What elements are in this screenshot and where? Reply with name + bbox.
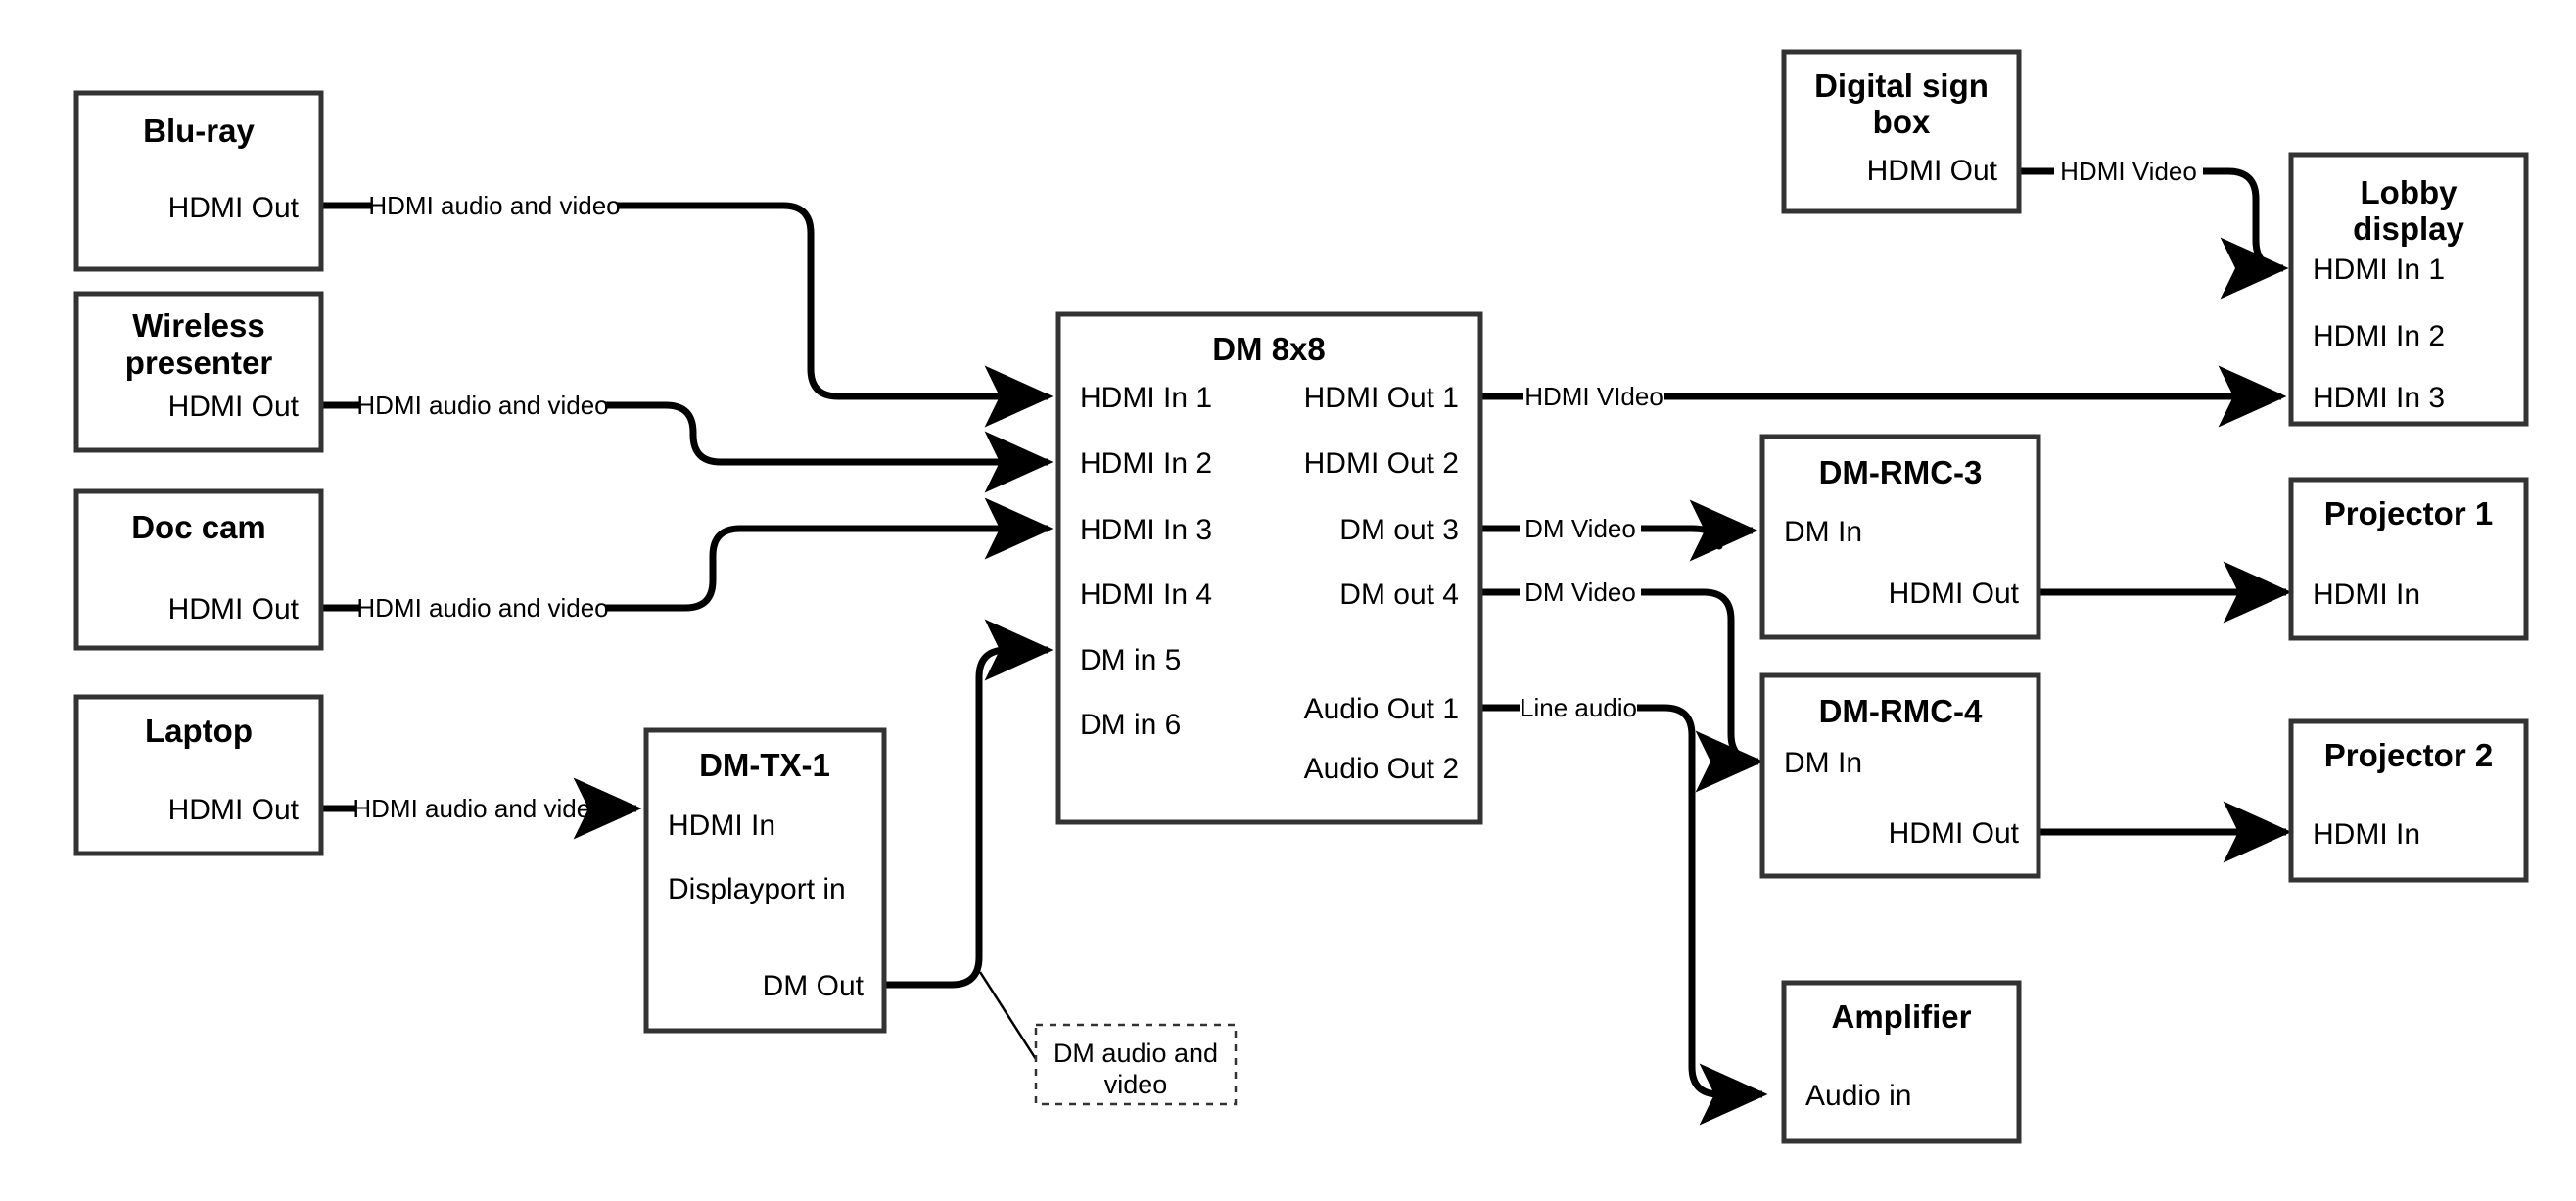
edge-label-line-audio: Line audio xyxy=(1520,693,1637,722)
node-projector-2-title: Projector 2 xyxy=(2324,737,2493,773)
node-dm-rmc-4-port-hdmi-out: HDMI Out xyxy=(1889,817,2020,850)
edge-wireless-to-dm8x8-in2 xyxy=(321,401,1054,493)
node-doc-cam-title: Doc cam xyxy=(131,509,266,545)
node-projector-1-port-hdmi-in: HDMI In xyxy=(2313,578,2420,611)
node-wireless-presenter-title-line1: Wireless xyxy=(132,307,264,344)
edge-dm8x8-out3-to-rmc3 xyxy=(1480,499,1758,562)
callout-line2: video xyxy=(1104,1070,1168,1099)
node-dm-8x8-port-dm-out-3: DM out 3 xyxy=(1339,514,1459,546)
edge-label-hdmi-video-out1: HDMI VIdeo xyxy=(1524,382,1663,411)
node-wireless-presenter-title-line2: presenter xyxy=(125,345,273,381)
node-lobby-display-port-hdmi-in-2: HDMI In 2 xyxy=(2313,320,2445,352)
node-lobby-display-title-line1: Lobby xyxy=(2361,174,2459,210)
node-dm-8x8[interactable]: DM 8x8 HDMI In 1 HDMI In 2 HDMI In 3 HDM… xyxy=(1055,311,1483,825)
node-dm-8x8-port-audio-out-1: Audio Out 1 xyxy=(1304,693,1459,725)
node-dm-rmc-4-title: DM-RMC-4 xyxy=(1819,693,1983,729)
callout-dm-audio-and-video: DM audio and video xyxy=(1034,1023,1238,1106)
node-bluray[interactable]: Blu-ray HDMI Out xyxy=(73,90,324,272)
node-laptop[interactable]: Laptop HDMI Out xyxy=(73,694,324,856)
node-dm-8x8-port-hdmi-in-2: HDMI In 2 xyxy=(1080,447,1212,480)
node-lobby-display-title-line2: display xyxy=(2353,210,2464,247)
edge-label-wireless: HDMI audio and video xyxy=(356,391,608,420)
node-dm-8x8-port-hdmi-in-4: HDMI In 4 xyxy=(1080,578,1212,611)
node-dm-8x8-port-dm-in-6: DM in 6 xyxy=(1080,709,1181,741)
node-bluray-title: Blu-ray xyxy=(143,113,255,149)
node-amplifier[interactable]: Amplifier Audio in xyxy=(1781,980,2022,1144)
node-dm-tx-1-port-dm-out: DM Out xyxy=(763,970,865,1002)
node-projector-2-port-hdmi-in: HDMI In xyxy=(2313,818,2420,851)
edge-label-laptop: HDMI audio and video xyxy=(352,794,604,823)
callout-leader-line xyxy=(978,971,1045,1071)
node-dm-tx-1-port-hdmi-in: HDMI In xyxy=(668,809,775,842)
edge-dm8x8-audio1-to-amp xyxy=(1480,704,1768,1126)
node-amplifier-port-audio-in: Audio in xyxy=(1805,1080,1911,1112)
node-dm-tx-1-port-displayport-in: Displayport in xyxy=(668,873,846,905)
edge-label-dm-video-3: DM Video xyxy=(1524,514,1636,543)
edge-signbox-to-lobby-in1 xyxy=(2019,167,2289,300)
node-lobby-display-port-hdmi-in-3: HDMI In 3 xyxy=(2313,382,2445,414)
node-lobby-display-port-hdmi-in-1: HDMI In 1 xyxy=(2313,254,2445,286)
edge-bluray-to-dm8x8-in1 xyxy=(321,202,1054,428)
node-wireless-presenter[interactable]: Wireless presenter HDMI Out xyxy=(73,291,324,453)
node-dm-rmc-3-port-dm-in: DM In xyxy=(1784,516,1862,548)
node-digital-sign-box-title-line1: Digital sign xyxy=(1814,68,1989,104)
edge-label-hdmi-video-signbox: HDMI Video xyxy=(2060,157,2197,186)
node-doc-cam-port-hdmi-out: HDMI Out xyxy=(168,593,300,625)
callout-line1: DM audio and xyxy=(1054,1039,1218,1068)
node-dm-rmc-3-title: DM-RMC-3 xyxy=(1819,454,1983,490)
edge-label-doccam: HDMI audio and video xyxy=(356,593,608,623)
node-dm-rmc-4[interactable]: DM-RMC-4 DM In HDMI Out xyxy=(1759,672,2041,879)
node-dm-8x8-port-hdmi-in-3: HDMI In 3 xyxy=(1080,514,1212,546)
node-dm-8x8-port-audio-out-2: Audio Out 2 xyxy=(1304,753,1459,785)
node-dm-rmc-3[interactable]: DM-RMC-3 DM In HDMI Out xyxy=(1759,434,2041,640)
edge-dmtx1-to-dm8x8-in5 xyxy=(884,619,1054,989)
node-dm-8x8-port-hdmi-in-1: HDMI In 1 xyxy=(1080,382,1212,414)
node-doc-cam[interactable]: Doc cam HDMI Out xyxy=(73,488,324,651)
node-digital-sign-box-port-hdmi-out: HDMI Out xyxy=(1867,155,1998,187)
node-digital-sign-box[interactable]: Digital sign box HDMI Out xyxy=(1781,49,2022,214)
node-dm-8x8-port-hdmi-out-2: HDMI Out 2 xyxy=(1304,447,1459,480)
node-projector-1-title: Projector 1 xyxy=(2324,495,2493,531)
node-bluray-port-hdmi-out: HDMI Out xyxy=(168,192,300,224)
node-laptop-title: Laptop xyxy=(145,713,253,749)
edge-dm8x8-out4-to-rmc4 xyxy=(1480,588,1764,793)
node-dm-8x8-port-dm-out-4: DM out 4 xyxy=(1339,578,1459,611)
node-lobby-display[interactable]: Lobby display HDMI In 1 HDMI In 2 HDMI I… xyxy=(2288,152,2529,427)
node-amplifier-title: Amplifier xyxy=(1831,998,1971,1035)
node-digital-sign-box-title-line2: box xyxy=(1873,104,1931,140)
node-dm-tx-1[interactable]: DM-TX-1 HDMI In Displayport in DM Out xyxy=(643,727,887,1034)
node-projector-1[interactable]: Projector 1 HDMI In xyxy=(2288,477,2529,641)
node-dm-rmc-4-port-dm-in: DM In xyxy=(1784,747,1862,779)
node-wireless-presenter-port-hdmi-out: HDMI Out xyxy=(168,391,300,423)
node-dm-8x8-port-hdmi-out-1: HDMI Out 1 xyxy=(1304,382,1459,414)
node-dm-tx-1-title: DM-TX-1 xyxy=(699,747,830,783)
node-projector-2[interactable]: Projector 2 HDMI In xyxy=(2288,718,2529,883)
node-dm-rmc-3-port-hdmi-out: HDMI Out xyxy=(1889,577,2020,610)
node-laptop-port-hdmi-out: HDMI Out xyxy=(168,794,300,826)
edge-label-dm-video-4: DM Video xyxy=(1524,577,1636,607)
node-dm-8x8-port-dm-in-5: DM in 5 xyxy=(1080,644,1181,676)
edge-label-bluray: HDMI audio and video xyxy=(368,191,620,220)
node-dm-8x8-title: DM 8x8 xyxy=(1212,331,1326,367)
edge-doccam-to-dm8x8-in3 xyxy=(321,497,1054,612)
